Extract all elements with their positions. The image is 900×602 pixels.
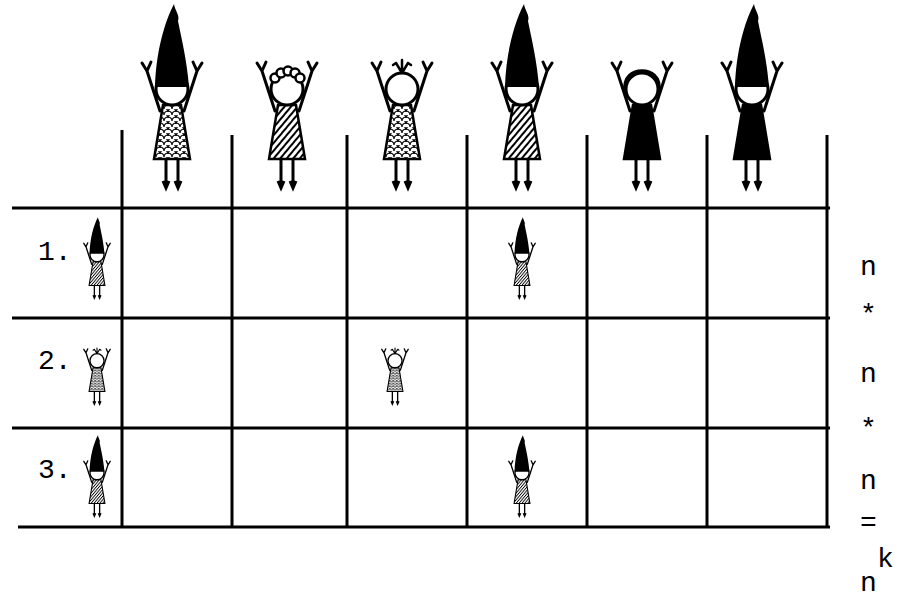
figure bbox=[142, 4, 202, 188]
grid-line bbox=[121, 130, 124, 527]
grid-line bbox=[586, 135, 589, 527]
figure bbox=[722, 4, 782, 188]
formula-term: n bbox=[860, 361, 877, 389]
sprout-hair bbox=[393, 60, 411, 73]
small-figure bbox=[84, 435, 110, 516]
grid-line bbox=[12, 317, 830, 320]
formula-exponent: k bbox=[877, 546, 894, 574]
grid-line bbox=[826, 135, 829, 527]
pointed-hat bbox=[735, 4, 769, 87]
pointed-hat bbox=[90, 217, 105, 254]
row-number: 3. bbox=[38, 457, 72, 485]
formula-operator: = bbox=[860, 510, 877, 538]
pointed-hat bbox=[505, 4, 539, 87]
table-grid bbox=[12, 130, 830, 527]
small-figure bbox=[382, 348, 408, 404]
pointed-hat bbox=[515, 217, 530, 254]
formula-term: n bbox=[860, 254, 877, 282]
grid-line bbox=[706, 135, 709, 527]
pointed-hat bbox=[515, 435, 530, 472]
figure bbox=[372, 60, 432, 188]
formula-operator: * bbox=[860, 416, 877, 444]
small-figure bbox=[84, 217, 110, 298]
figure bbox=[492, 4, 552, 188]
figure-body bbox=[612, 62, 672, 188]
formula-term: n bbox=[860, 468, 877, 496]
figure-body bbox=[372, 62, 432, 188]
figure-body bbox=[257, 62, 317, 188]
formula-term: n bbox=[860, 570, 877, 598]
grid-line bbox=[12, 207, 830, 210]
grid-line bbox=[466, 135, 469, 527]
figure bbox=[612, 62, 672, 188]
bob-hair bbox=[625, 71, 659, 93]
small-figure bbox=[84, 348, 110, 404]
grid-line bbox=[231, 135, 234, 527]
figure bbox=[257, 62, 317, 188]
grid-line bbox=[346, 135, 349, 527]
grid-line bbox=[12, 427, 830, 430]
curly-hair bbox=[271, 67, 305, 83]
row-number: 1. bbox=[38, 239, 72, 267]
sprout-hair bbox=[391, 348, 399, 354]
small-figure bbox=[509, 217, 535, 298]
sprout-hair bbox=[93, 348, 101, 354]
row-number: 2. bbox=[38, 348, 72, 376]
pointed-hat bbox=[90, 435, 105, 472]
grid-line bbox=[18, 526, 830, 529]
pointed-hat bbox=[155, 4, 189, 87]
figure-body bbox=[382, 349, 408, 404]
small-figure bbox=[509, 435, 535, 516]
formula-operator: * bbox=[860, 302, 877, 330]
figure-body bbox=[84, 349, 110, 404]
